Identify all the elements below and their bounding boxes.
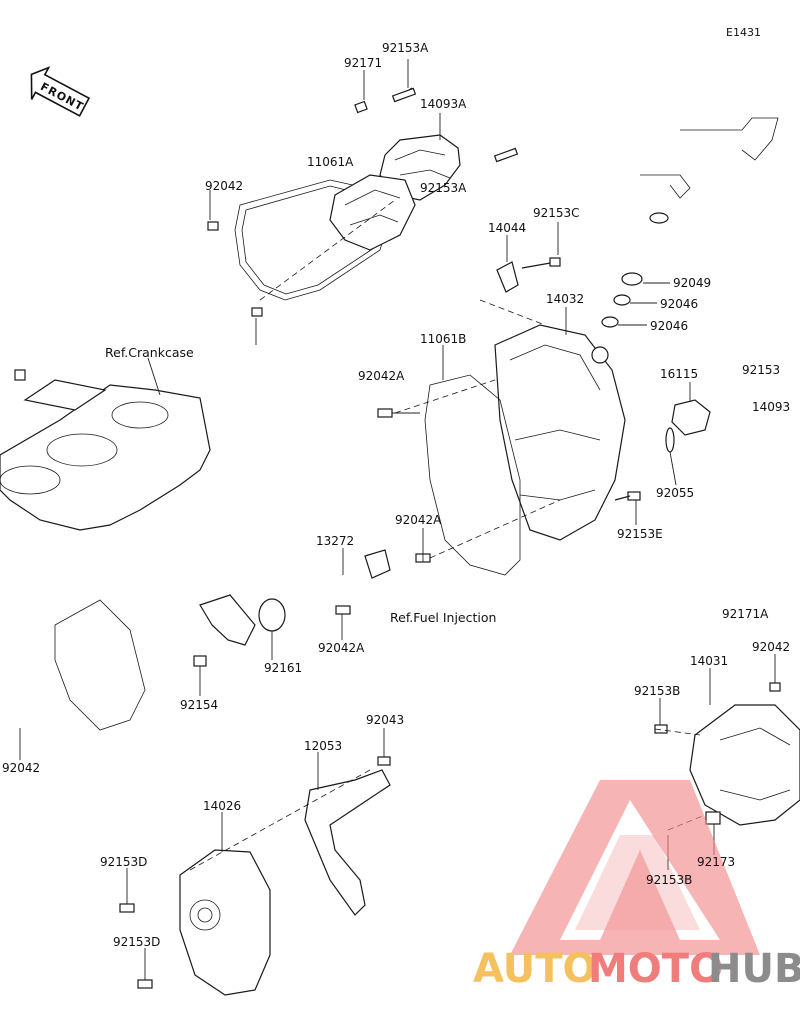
seal-92046-b — [601, 316, 619, 328]
gasket-11061b — [424, 374, 521, 576]
dowel-92042a-1 — [377, 408, 393, 418]
sprocket-cover-14026 — [179, 849, 271, 996]
part-label-92153a-top: 92153A — [382, 41, 429, 55]
plug-16115 — [671, 399, 711, 436]
bolt-92154 — [193, 655, 207, 667]
part-label-92161: 92161 — [264, 661, 302, 675]
part-label-92171a: 92171A — [722, 607, 769, 621]
part-label-92173: 92173 — [697, 855, 735, 869]
part-label-14093: 14093 — [752, 400, 790, 414]
gasket-lower-left — [54, 599, 146, 731]
part-label-16115: 16115 — [660, 367, 698, 381]
part-label-92154: 92154 — [180, 698, 218, 712]
clutch-cover-14032 — [494, 324, 626, 541]
part-label-11061b: 11061B — [420, 332, 466, 346]
dowel-92042a-3 — [335, 605, 351, 615]
part-label-92046-a: 92046 — [660, 297, 698, 311]
part-label-92153a-mid: 92153A — [420, 181, 467, 195]
part-label-13272: 13272 — [316, 534, 354, 548]
part-label-11061a: 11061A — [307, 155, 354, 169]
part-label-92042-top: 92042 — [205, 179, 243, 193]
part-label-14031: 14031 — [690, 654, 728, 668]
part-label-14044: 14044 — [488, 221, 526, 235]
part-92173 — [705, 811, 721, 825]
part-label-14026: 14026 — [203, 799, 241, 813]
part-label-92153d-a: 92153D — [100, 855, 147, 869]
seal-92049 — [621, 272, 643, 286]
part-92161 — [258, 598, 286, 632]
front-direction-badge: FRONT — [30, 66, 91, 117]
part-label-14032: 14032 — [546, 292, 584, 306]
part-label-92042a-3: 92042A — [318, 641, 365, 655]
ref-label-fuel-injection: Ref.Fuel Injection — [390, 610, 496, 625]
part-label-92042a-1: 92042A — [358, 369, 405, 383]
dowel-92042-mid — [251, 307, 263, 317]
watermark-auto: AUTO — [473, 946, 597, 992]
ref-label-crankcase: Ref.Crankcase — [105, 345, 194, 360]
diagram-code: E1431 — [726, 26, 761, 39]
part-label-92153b-bottom: 92153B — [646, 873, 692, 887]
oring-92055 — [665, 427, 675, 453]
watermark-logo — [510, 780, 760, 955]
part-92161-bracket — [199, 594, 256, 646]
part-label-92153e: 92153E — [617, 527, 663, 541]
part-label-92042a-2: 92042A — [395, 513, 442, 527]
part-label-92153d-b: 92153D — [113, 935, 160, 949]
generator-cover-14031 — [689, 704, 800, 826]
part-label-92055: 92055 — [656, 486, 694, 500]
leader-lines — [19, 59, 776, 980]
watermark-moto: MOTO — [588, 946, 723, 992]
part-labels: 92153A 92171 14093A 11061A 92042 92153A … — [2, 41, 790, 949]
part-label-92153: 92153 — [742, 363, 780, 377]
part-label-92153b-top: 92153B — [634, 684, 680, 698]
watermark-hub: HUB — [708, 946, 800, 992]
part-label-14093a: 14093A — [420, 97, 467, 111]
part-13272 — [364, 549, 391, 579]
crankcase-block — [0, 369, 211, 531]
part-label-92171: 92171 — [344, 56, 382, 70]
hose-ref-top — [640, 117, 779, 224]
part-label-92046-b: 92046 — [650, 319, 688, 333]
part-label-92042-left: 92042 — [2, 761, 40, 775]
breather-14044 — [496, 261, 519, 293]
part-label-12053: 12053 — [304, 739, 342, 753]
part-label-92043: 92043 — [366, 713, 404, 727]
dowel-92042-top — [207, 221, 219, 231]
seal-92046-a — [613, 294, 631, 306]
bracket-12053 — [304, 769, 391, 916]
part-label-92153c: 92153C — [533, 206, 580, 220]
inner-cover — [329, 174, 416, 251]
part-label-92049: 92049 — [673, 276, 711, 290]
dowel-92043 — [377, 756, 391, 766]
watermark-brand: AUTO MOTO HUB — [473, 946, 800, 992]
part-label-92042-right: 92042 — [752, 640, 790, 654]
